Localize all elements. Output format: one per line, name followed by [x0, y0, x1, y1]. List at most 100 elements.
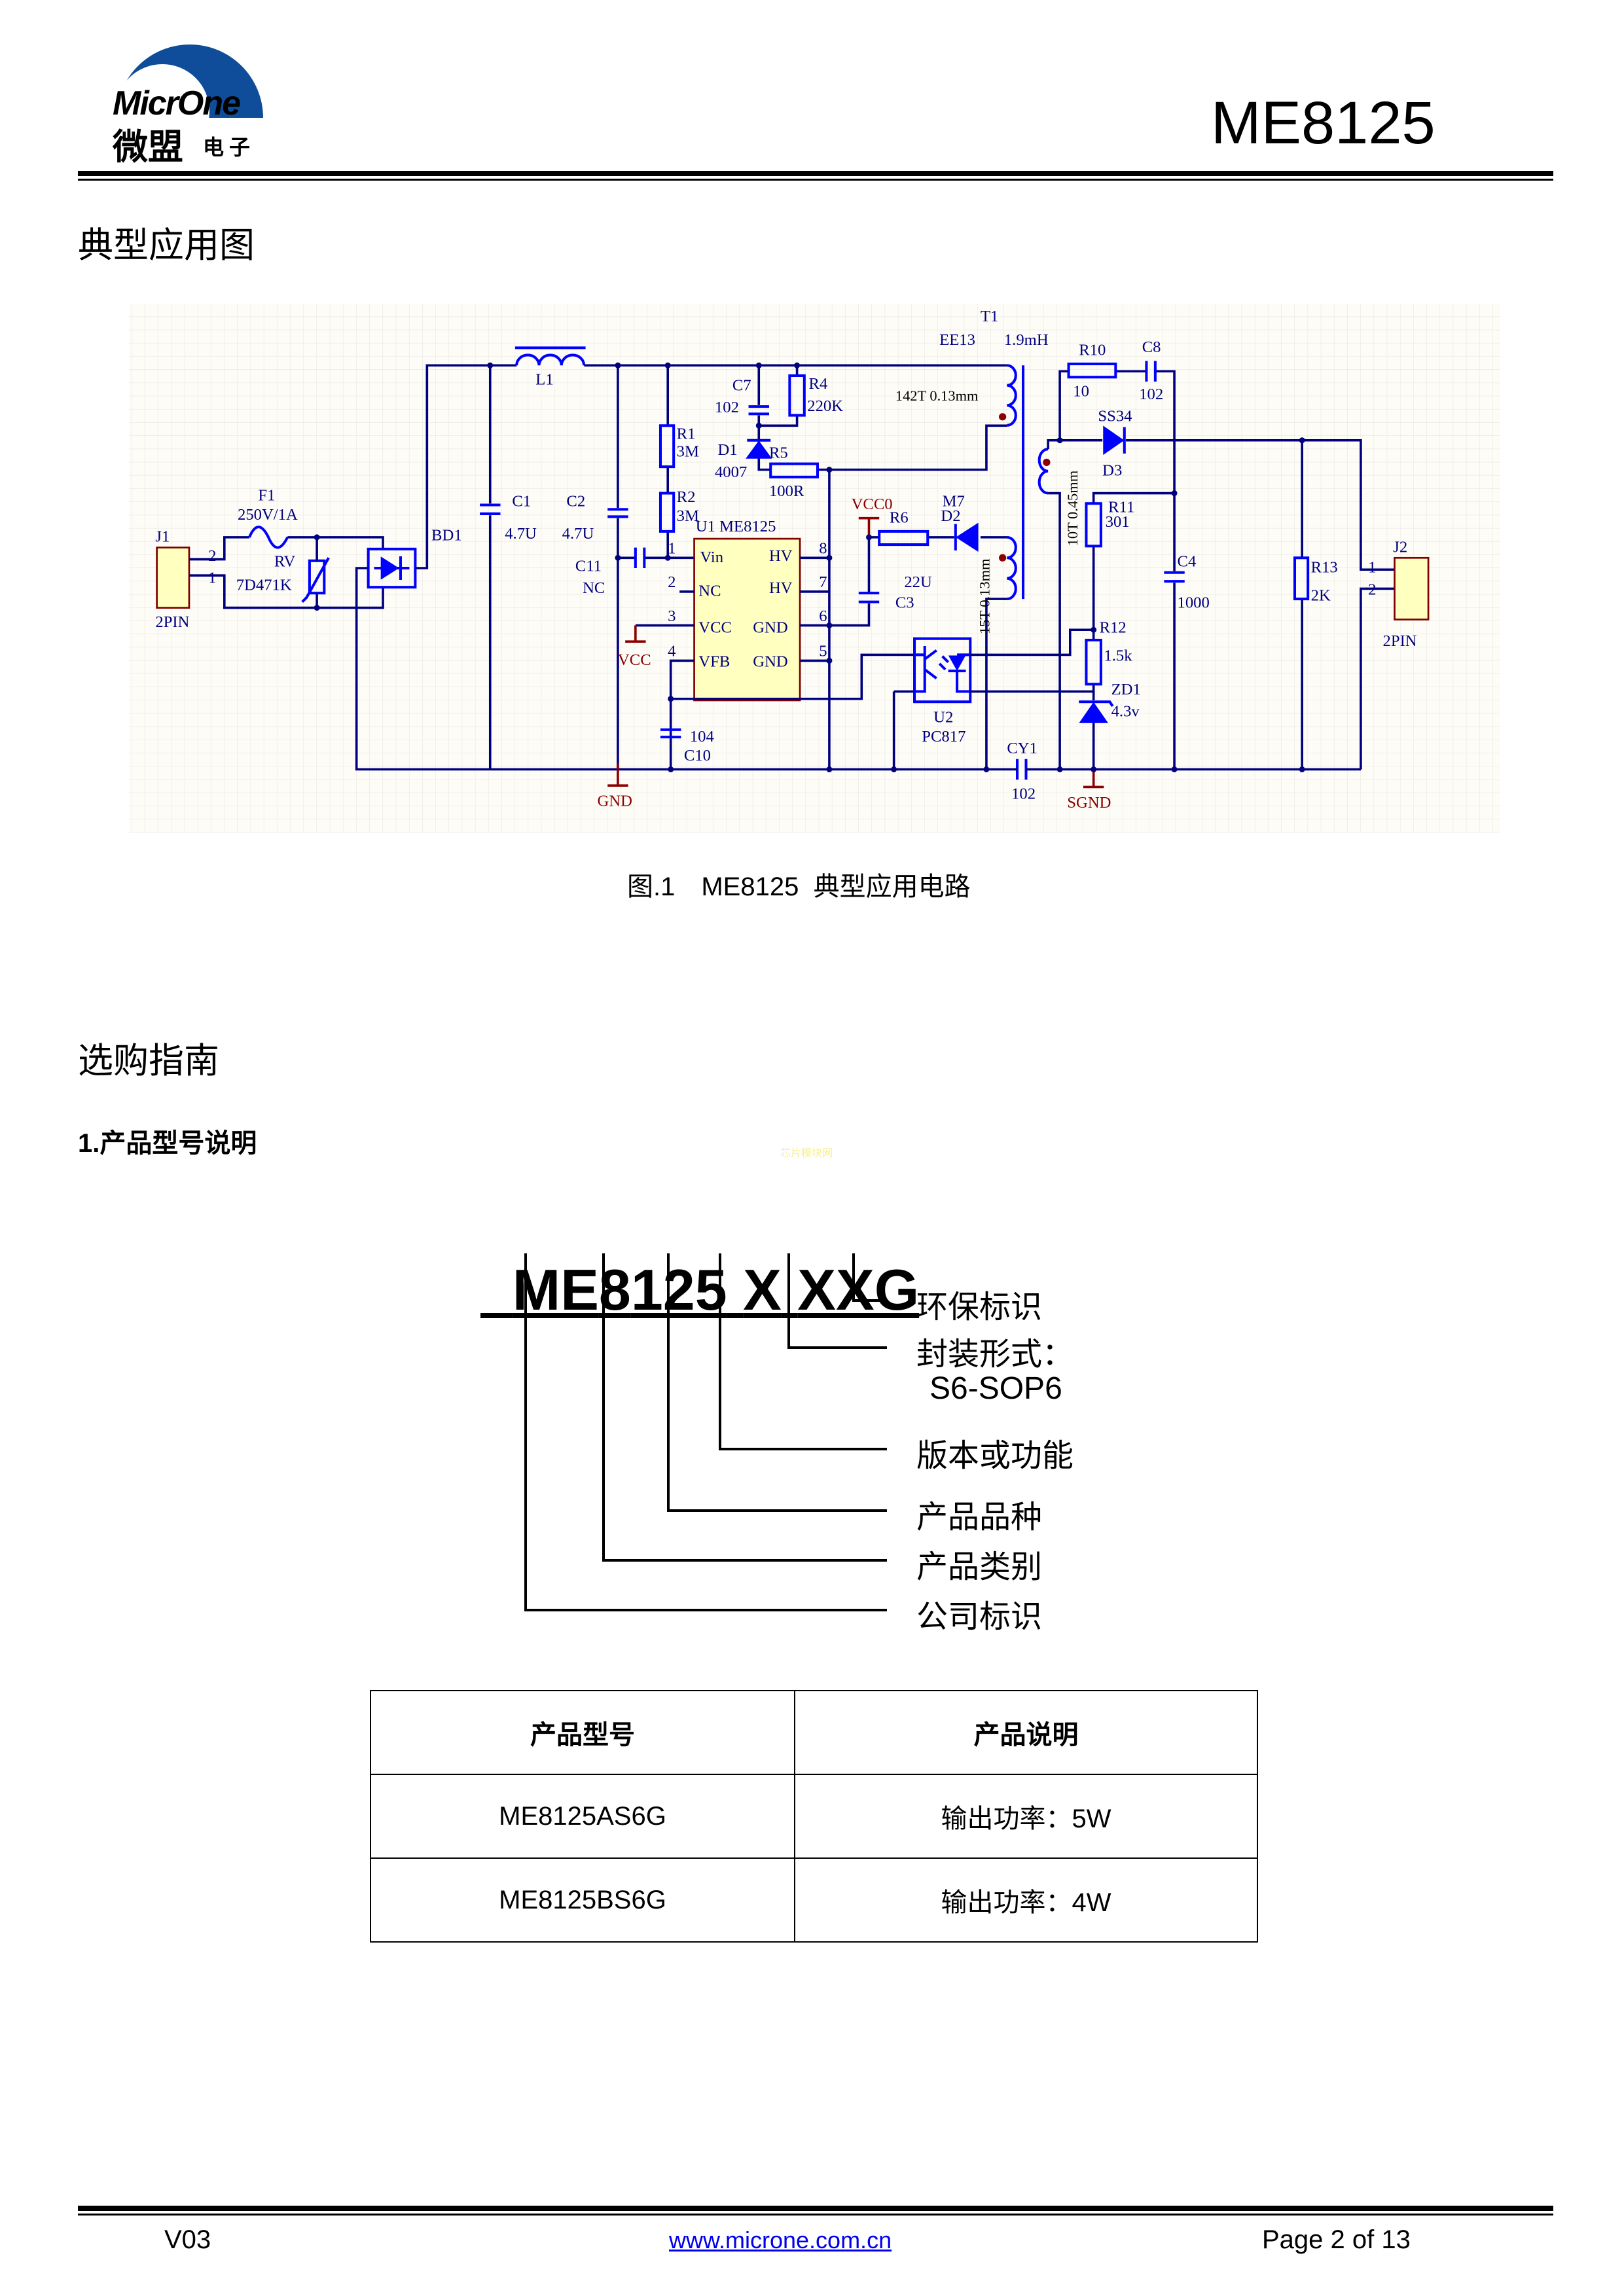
label-cy1: CY1 — [1007, 740, 1038, 757]
label-r1: R1 — [677, 425, 696, 442]
label-u1-pin-nc: NC — [698, 583, 721, 600]
label-r2: R2 — [677, 488, 696, 506]
cell-model: ME8125BS6G — [370, 1857, 795, 1943]
figure-caption: 图.1 ME8125 典型应用电路 — [627, 872, 971, 901]
label-r13: R13 — [1311, 559, 1338, 577]
label-c1-value: 4.7U — [505, 525, 537, 543]
label-d1: D1 — [717, 441, 737, 459]
label-r10-value: 10 — [1073, 382, 1089, 400]
footer-rule-thick — [78, 2206, 1553, 2211]
tree-line — [602, 1253, 605, 1562]
capacitor-c8 — [1145, 361, 1157, 382]
tree-line — [787, 1253, 790, 1349]
transformer-aux — [1007, 535, 1017, 601]
tree-line — [852, 1253, 855, 1302]
subsection-title-part-number: 1.产品型号说明 — [78, 1129, 257, 1158]
table-row: ME8125AS6G 输出功率：5W — [370, 1774, 1258, 1859]
label-u1-pin-vfb: VFB — [698, 653, 730, 670]
label-j1-pin1: 1 — [208, 569, 216, 586]
label-t1-core: EE13 — [939, 331, 975, 349]
header-model: 产品型号 — [370, 1690, 795, 1775]
label-r10: R10 — [1079, 342, 1106, 359]
tree-line — [852, 1299, 887, 1302]
label-c11-value: NC — [583, 579, 605, 597]
label-secondary-winding: 10T 0.45mm — [1064, 470, 1081, 546]
label-version: 版本或功能 — [916, 1439, 1074, 1473]
company-logo: MicrOne 微盟 电子 — [105, 20, 275, 167]
label-f1: F1 — [258, 487, 275, 505]
label-m7: M7 — [943, 493, 965, 511]
ic-u1 — [693, 537, 801, 702]
label-package-value: S6-SOP6 — [929, 1371, 1062, 1406]
label-c10: C10 — [684, 747, 711, 764]
section-title-typical-application: 典型应用图 — [78, 226, 255, 265]
label-c10-value: 104 — [690, 728, 714, 745]
label-cy1-value: 102 — [1011, 785, 1036, 802]
cell-description: 输出功率：4W — [794, 1857, 1258, 1943]
label-u1: U1 ME8125 — [696, 518, 776, 535]
label-r2-value: 3M — [677, 507, 699, 525]
label-u1-pin-hv8: HV — [769, 547, 793, 565]
label-c3: C3 — [895, 594, 914, 612]
tree-line — [667, 1253, 670, 1512]
logo-text-cn2: 电子 — [203, 135, 256, 159]
label-pin-5: 5 — [819, 643, 827, 660]
label-f1-value: 250V/1A — [238, 506, 298, 524]
footer-rule-thin — [78, 2214, 1553, 2215]
section-title-ordering-guide: 选购指南 — [78, 1041, 219, 1081]
resistor-r5 — [769, 462, 820, 478]
resistor-r10 — [1067, 363, 1117, 379]
label-rv: RV — [274, 553, 295, 571]
logo-text-cn: 微盟 — [113, 128, 183, 167]
capacitor-c3 — [858, 592, 880, 603]
label-j1: J1 — [155, 528, 170, 546]
label-c8-value: 102 — [1139, 386, 1163, 403]
inductor-l1 — [515, 353, 586, 366]
connector-j1 — [156, 547, 190, 609]
label-r13-value: 2K — [1311, 586, 1331, 604]
label-c2: C2 — [566, 493, 585, 511]
label-c8: C8 — [1142, 338, 1161, 356]
label-r11: R11 — [1108, 499, 1134, 516]
label-u2: U2 — [933, 709, 953, 726]
capacitor-c4 — [1164, 571, 1185, 583]
label-d3-value: SS34 — [1098, 408, 1132, 425]
label-vcc: VCC — [618, 651, 651, 669]
product-table: 产品型号 产品说明 ME8125AS6G 输出功率：5W ME8125BS6G … — [370, 1690, 1258, 1943]
tree-line — [719, 1448, 887, 1450]
footer-website-link[interactable]: www.microne.com.cn — [669, 2227, 892, 2253]
label-pin-3: 3 — [668, 607, 676, 625]
label-pin-8: 8 — [819, 540, 827, 558]
label-primary-winding: 142T 0.13mm — [895, 387, 979, 404]
label-green-mark: 环保标识 — [916, 1290, 1043, 1325]
label-r5-value: 100R — [769, 482, 804, 500]
optocoupler-u2 — [913, 637, 972, 704]
label-u1-pin-gnd6: GND — [753, 619, 787, 637]
capacitor-c11 — [634, 547, 646, 568]
capacitor-c7 — [748, 405, 769, 416]
label-r5: R5 — [769, 444, 788, 462]
label-c1: C1 — [512, 493, 531, 511]
tree-line — [667, 1509, 887, 1512]
part-code-green: XG — [836, 1257, 920, 1322]
part-code-version: X — [743, 1257, 782, 1322]
transformer-secondary — [1038, 448, 1049, 495]
label-gnd: GND — [598, 793, 632, 810]
resistor-r11 — [1085, 502, 1102, 548]
part-code-variety: 125 — [630, 1257, 727, 1322]
label-c7-value: 102 — [715, 399, 739, 416]
label-u1-pin-vin: Vin — [700, 548, 724, 566]
capacitor-c2 — [607, 508, 628, 518]
resistor-r4 — [788, 374, 806, 417]
label-package: 封装形式： — [916, 1337, 1074, 1372]
label-pin-4: 4 — [668, 643, 676, 660]
label-c11: C11 — [575, 557, 602, 575]
label-r4-value: 220K — [807, 397, 843, 415]
header-description: 产品说明 — [794, 1690, 1258, 1775]
label-r12-value: 1.5k — [1104, 647, 1132, 664]
watermark: 芯片模块网 — [780, 1148, 833, 1159]
label-vcc0: VCC0 — [852, 495, 893, 513]
label-d2: D2 — [941, 507, 960, 525]
label-j1-type: 2PIN — [155, 613, 189, 631]
zener-zd1 — [1079, 702, 1109, 723]
